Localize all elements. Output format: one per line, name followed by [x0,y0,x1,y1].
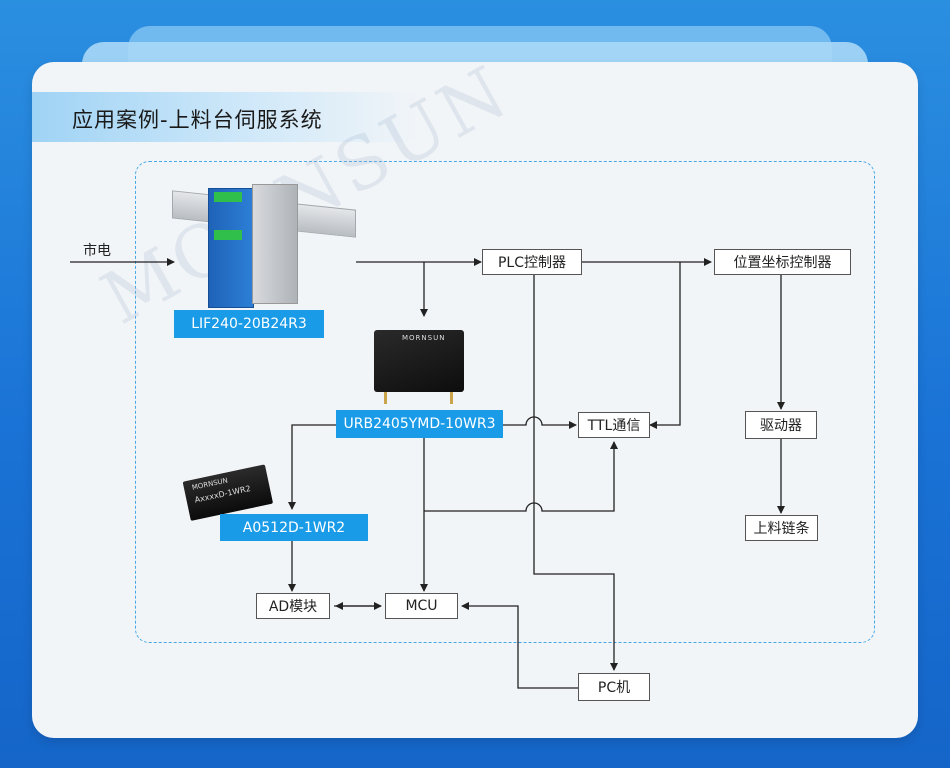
line-mcu-to-ttl [424,441,618,512]
urb-module-product-image: MORNSUN [372,330,472,406]
line-position-to-ttl [649,262,681,429]
line-plc-to-pc [533,274,618,671]
node-driver: 驱动器 [745,411,817,439]
node-mcu: MCU [385,593,458,619]
section-title: 应用案例-上料台伺服系统 [72,108,323,132]
line-urb-to-ttl [503,416,577,429]
line-urb-to-a05 [288,424,336,510]
section-title-bar: 应用案例-上料台伺服系统 [32,92,422,142]
application-card: 应用案例-上料台伺服系统 MORNSUN [32,62,918,738]
urb-brand-print: MORNSUN [402,334,446,342]
system-boundary-frame [135,161,875,643]
line-pc-to-mcu [461,602,578,689]
node-position-controller: 位置坐标控制器 [714,249,851,275]
mains-label: 市电 [83,243,111,259]
product-label-a05: A0512D-1WR2 [220,514,368,541]
product-label-urb: URB2405YMD-10WR3 [336,410,503,438]
node-ttl-communication: TTL通信 [578,412,650,438]
product-label-lif: LIF240-20B24R3 [174,310,324,338]
node-ad-module: AD模块 [256,593,330,619]
node-pc: PC机 [578,673,650,701]
node-feed-chain: 上料链条 [745,515,818,541]
node-plc-controller: PLC控制器 [482,249,582,275]
lif-din-rail-product-image [172,182,356,308]
